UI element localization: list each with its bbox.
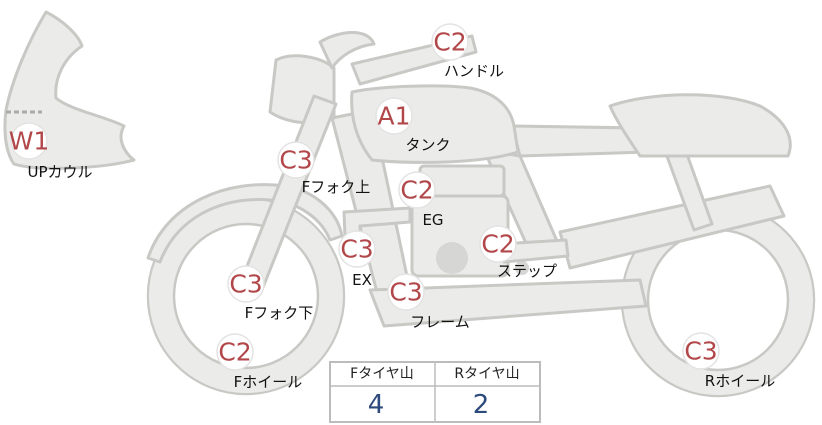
- grade-text: C3: [340, 235, 373, 264]
- badge-tank[interactable]: A1: [375, 97, 413, 135]
- grade-text: C3: [684, 337, 717, 366]
- badge-ffork-lower[interactable]: C3: [227, 265, 265, 303]
- rear-tread-value: 2: [473, 390, 490, 420]
- front-tread-value: 4: [368, 390, 385, 420]
- upcowl-label: UPカウル: [27, 163, 92, 181]
- frame-label: フレーム: [410, 313, 470, 331]
- grade-text: C3: [229, 270, 262, 299]
- grade-text: C3: [279, 146, 312, 175]
- rear-tread-header: Rタイヤ山: [454, 366, 519, 382]
- badge-engine[interactable]: C2: [398, 171, 436, 209]
- grade-text: C3: [389, 278, 422, 307]
- grade-text: C2: [433, 28, 466, 57]
- grade-text: A1: [377, 102, 410, 131]
- grade-text: C2: [481, 230, 514, 259]
- grade-text: W1: [9, 127, 50, 156]
- grade-text: C2: [218, 338, 251, 367]
- badge-step[interactable]: C2: [479, 225, 517, 263]
- ffork-lower-label: Fフォク下: [245, 304, 314, 322]
- badge-fwheel[interactable]: C2: [216, 333, 254, 371]
- badge-rwheel[interactable]: C3: [682, 332, 720, 370]
- badge-frame[interactable]: C3: [387, 273, 425, 311]
- seat-shape: [510, 93, 792, 158]
- tire-table: Fタイヤ山 Rタイヤ山 4 2: [329, 361, 541, 423]
- tank-label: タンク: [405, 136, 450, 154]
- badge-handle[interactable]: C2: [431, 23, 469, 61]
- engine-label: EG: [422, 211, 443, 229]
- grade-text: C2: [400, 176, 433, 205]
- exhaust-label: EX: [352, 271, 372, 289]
- ffork-upper-label: Fフォク上: [302, 178, 371, 196]
- front-tread-header: Fタイヤ山: [350, 366, 414, 382]
- badge-exhaust[interactable]: C3: [338, 230, 376, 268]
- front-wheel-shape: [146, 196, 346, 396]
- fwheel-label: Fホイール: [234, 373, 303, 391]
- step-label: ステップ: [497, 262, 557, 280]
- badge-ffork-upper[interactable]: C3: [277, 141, 315, 179]
- badge-upcowl[interactable]: W1: [9, 122, 50, 160]
- handle-label: ハンドル: [444, 62, 504, 80]
- rwheel-label: Rホイール: [705, 372, 775, 390]
